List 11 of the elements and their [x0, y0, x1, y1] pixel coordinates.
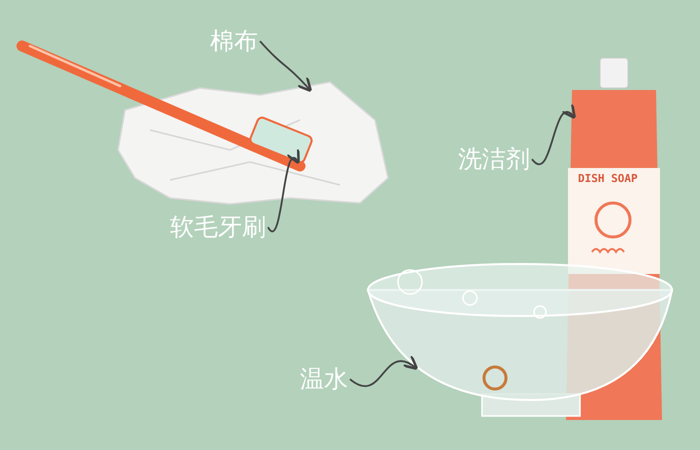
product-label-text: DISH SOAP [578, 172, 638, 185]
part-label: 洗洁剂 [458, 146, 530, 172]
leader-arrow [259, 40, 312, 92]
part-label: 软毛牙刷 [170, 214, 266, 240]
leader-arrow [531, 103, 576, 165]
leader-arrow [350, 355, 418, 387]
part-label: 温水 [300, 366, 348, 392]
part-label: 棉布 [210, 28, 258, 54]
bowl-drawing [367, 263, 673, 417]
leader-arrow [267, 148, 300, 232]
cloth-drawing [117, 81, 389, 205]
